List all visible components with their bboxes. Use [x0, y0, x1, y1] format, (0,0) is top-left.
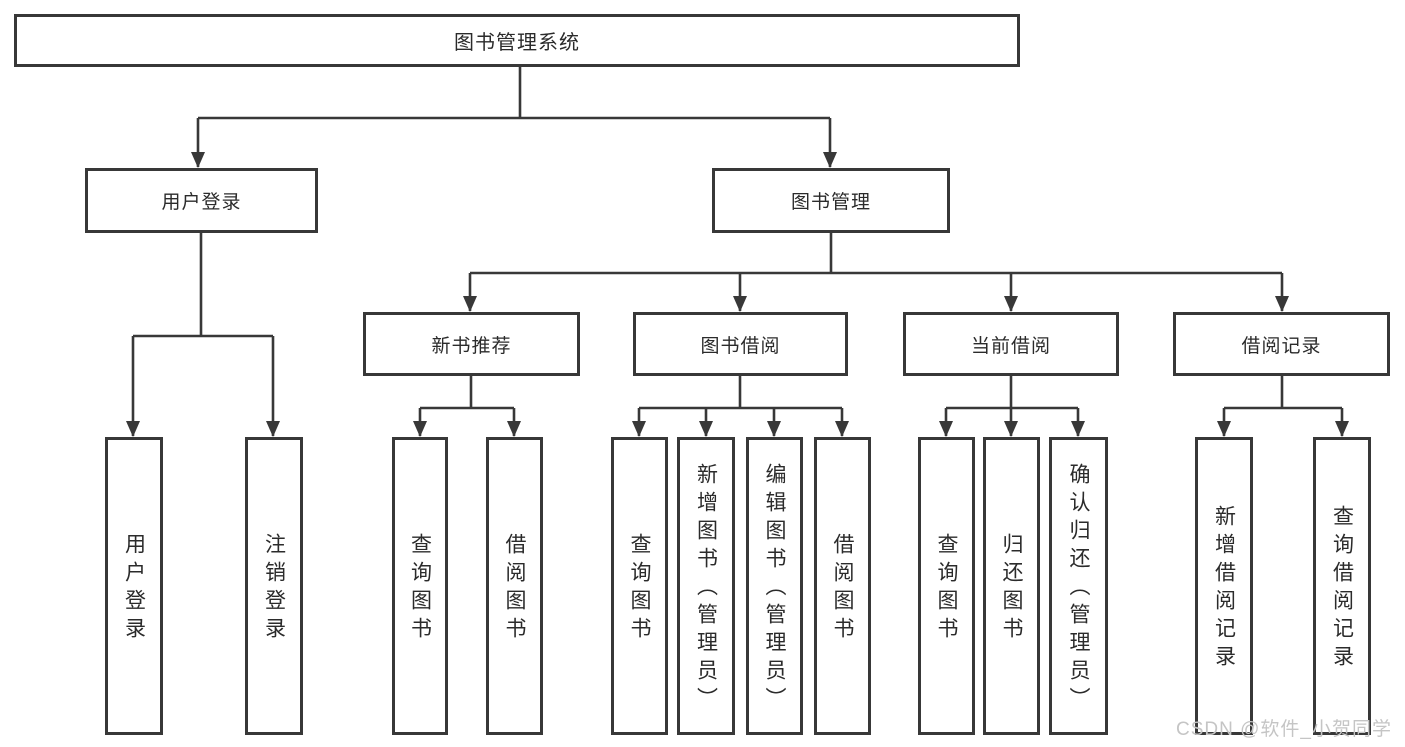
leaf-return-books: 归还图书 [983, 437, 1040, 735]
leaf-borrow-books-recommend: 借阅图书 [486, 437, 543, 735]
leaf-query-books-current: 查询图书 [918, 437, 975, 735]
leaf-add-borrow-record: 新增借阅记录 [1195, 437, 1253, 735]
leaf-query-books-borrow: 查询图书 [611, 437, 668, 735]
leaf-borrow-books: 借阅图书 [814, 437, 871, 735]
node-borrow-records: 借阅记录 [1173, 312, 1390, 376]
csdn-watermark: CSDN @软件_小贺同学 [1176, 719, 1392, 740]
node-new-book-recommend: 新书推荐 [363, 312, 580, 376]
node-book-management: 图书管理 [712, 168, 950, 233]
node-book-borrow: 图书借阅 [633, 312, 848, 376]
node-current-borrow: 当前借阅 [903, 312, 1119, 376]
leaf-confirm-return-admin: 确认归还（管理员） [1049, 437, 1108, 735]
leaf-add-books-admin: 新增图书（管理员） [677, 437, 735, 735]
leaf-query-borrow-record: 查询借阅记录 [1313, 437, 1371, 735]
leaf-query-books-recommend: 查询图书 [392, 437, 448, 735]
node-user-login: 用户登录 [85, 168, 318, 233]
node-library-management-system: 图书管理系统 [14, 14, 1020, 67]
leaf-edit-books-admin: 编辑图书（管理员） [746, 437, 803, 735]
leaf-user-login: 用户登录 [105, 437, 163, 735]
leaf-logout-login: 注销登录 [245, 437, 303, 735]
